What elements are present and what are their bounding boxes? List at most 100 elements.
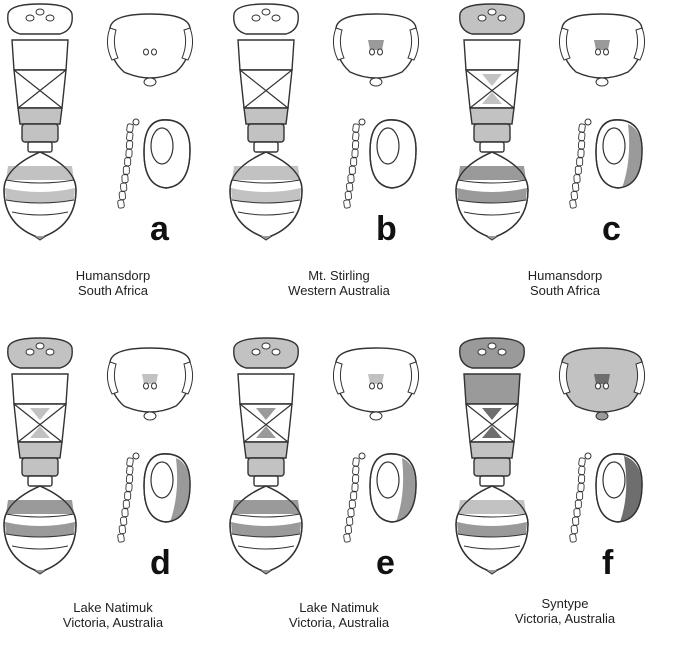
antenna-segment [343,199,351,209]
panel-letter: b [376,210,397,248]
torulus-mark [369,48,375,56]
compound-eye-lateral [376,127,400,165]
panel-letter: c [602,210,621,248]
panel-letter: d [150,544,171,582]
antenna-segment [578,131,586,141]
petiole-neck [27,475,53,487]
mouthpart-mark [143,77,157,87]
lateral-mark [620,456,642,522]
antenna-segment [120,182,128,192]
panel-letter: f [602,544,614,582]
ocellus-mark [45,14,55,22]
antenna-segment [346,182,354,192]
caption-region: Victoria, Australia [62,615,164,630]
antenna-segment [573,508,581,518]
thorax-mark [256,426,276,438]
segment-line [457,179,527,184]
panel-caption: Humansdorp South Africa [0,268,226,298]
thorax-mark [482,426,502,438]
gaster-band [231,188,301,203]
antenna-segment [118,191,126,201]
caption-locality: Humansdorp [527,268,603,283]
antenna-segment [570,191,578,201]
face-mark [142,374,158,384]
pronotum-shape [463,373,521,405]
thorax-mark [482,92,502,104]
head-lateral-outline [369,453,417,523]
panel-f: f Syntype Victoria, Australia [452,334,678,651]
eye-left [332,27,345,61]
gaster-band [6,166,74,180]
specimen-illustration [3,3,194,241]
propodeum-shape [243,107,289,125]
suture-line [239,403,289,443]
antenna-segment [572,182,580,192]
antenna-segment [125,482,133,492]
caption-region: South Africa [77,283,149,298]
head-lateral-outline [143,119,191,189]
specimen-illustration [455,337,646,575]
head-lateral-outline [595,119,643,189]
caption-locality: Lake Natimuk [73,600,153,615]
face-mark [594,374,610,384]
petiole-neck [253,475,279,487]
antenna-segment [577,474,586,484]
ocellus-mark [497,348,507,356]
antenna-segment [344,525,352,535]
segment-line [237,211,295,216]
antenna-segment [121,508,129,518]
pronotum-shape [237,39,295,71]
ovipositor-tip [259,569,273,575]
petiole-shape [473,123,511,143]
ovipositor-tip [485,569,499,575]
segment-line [5,513,75,518]
eye-right [407,27,420,61]
antenna-segment [126,131,134,141]
torulus-mark [595,48,601,56]
head-shape [459,337,525,369]
panel-b: b Mt. Stirling Western Australia [226,0,452,317]
suture-line [465,69,515,109]
ocellus-mark [251,348,261,356]
gaster-band [5,188,75,203]
suture-line [13,403,63,443]
antenna-segment [570,525,578,535]
suture-line [469,403,519,443]
head-shape [233,337,299,369]
caption-region: Western Australia [288,283,390,298]
antenna-segment [347,174,355,184]
panel-caption: Lake Natimuk Victoria, Australia [226,600,452,630]
torulus-mark [143,382,149,390]
mouthpart-mark [369,411,383,421]
eye-right [181,27,194,61]
panel-letter: a [150,210,169,248]
specimen-illustration [3,337,194,575]
gaster-band [457,188,527,203]
eye-right [633,27,646,61]
segment-line [5,199,75,204]
petiole-shape [21,123,59,143]
ocellus-mark [35,8,45,16]
caption-locality: Mt. Stirling [308,268,370,283]
lateral-mark [622,124,642,188]
thorax-mark [30,408,50,420]
lateral-mark [170,458,190,522]
antenna-segment [126,123,134,133]
mouthpart-mark [369,77,383,87]
ocellus-mark [45,348,55,356]
antenna-segment [578,465,586,475]
propodeum-shape [17,441,63,459]
petiole-shape [21,457,59,477]
ocellus-mark [261,342,271,350]
propodeum-shape [243,441,289,459]
ocellus-mark [35,342,45,350]
segment-line [457,533,527,538]
caption-region: Victoria, Australia [288,615,390,630]
suture-line [243,69,293,109]
ocellus-mark [497,14,507,22]
antenna-segment [573,174,581,184]
eye-left [558,27,571,61]
antenna-segment [569,199,577,209]
propodeum-shape [469,107,515,125]
eye-left [106,27,119,61]
